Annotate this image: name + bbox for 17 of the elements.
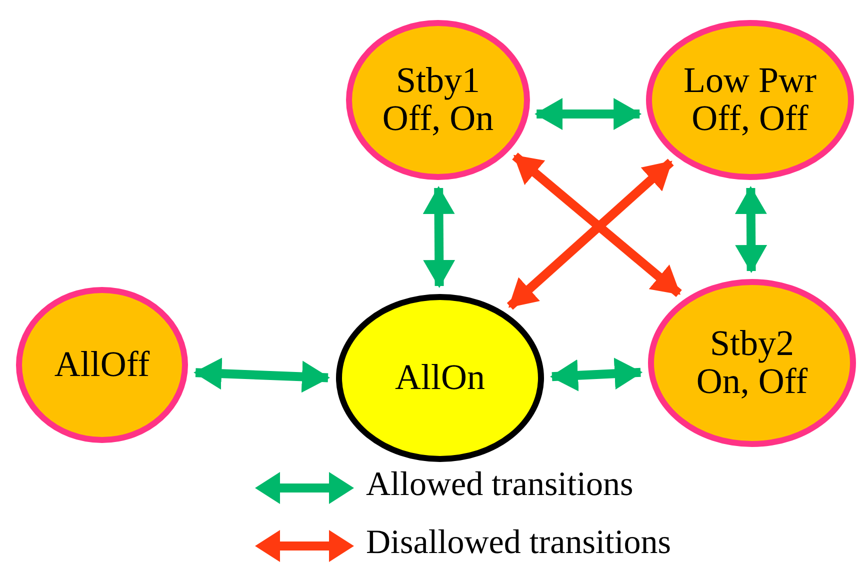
transition-arrow	[512, 152, 682, 297]
transition-arrow	[194, 358, 330, 393]
transition-arrow	[550, 358, 643, 392]
state-name: Low Pwr	[684, 62, 816, 100]
transition-arrow	[506, 158, 674, 310]
transition-arrow	[534, 98, 642, 130]
state-values: Off, Off	[692, 100, 808, 138]
legend-text: Disallowed transitions	[366, 524, 672, 562]
transition-arrow	[422, 186, 456, 288]
transition-arrow	[734, 186, 768, 273]
state-values: On, Off	[696, 363, 808, 401]
state-name: Stby1	[396, 62, 480, 100]
state-name: AllOn	[395, 359, 485, 397]
state-name: Stby2	[710, 325, 794, 363]
state-name: AllOff	[54, 346, 150, 384]
state-values: Off, On	[382, 100, 494, 138]
legend-text: Allowed transitions	[366, 466, 634, 504]
